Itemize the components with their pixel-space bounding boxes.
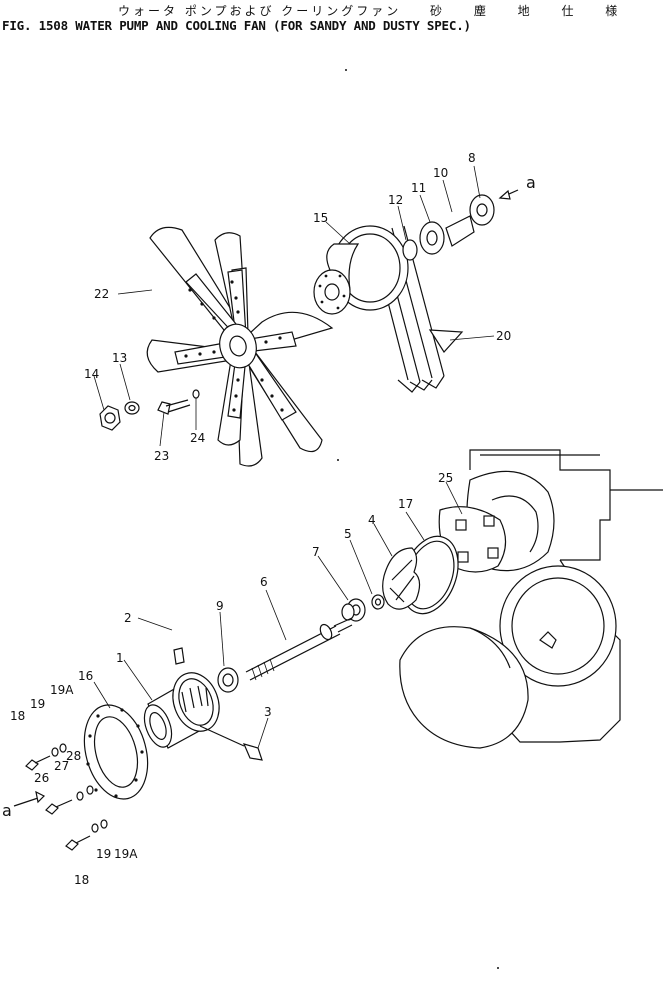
fan-pulley-and-belts <box>313 225 464 393</box>
cooling-fan <box>146 226 334 467</box>
callout-14: 14 <box>84 367 99 381</box>
callout-5: 5 <box>344 527 352 541</box>
callout-26: 26 <box>34 771 49 785</box>
pump-shaft <box>245 617 353 681</box>
callout-7: 7 <box>312 545 320 559</box>
engine-block <box>399 449 663 749</box>
callout-15: 15 <box>313 211 328 225</box>
callout-24: 24 <box>190 431 205 445</box>
direction-arrow-bottom: a <box>2 790 46 820</box>
callout-28: 28 <box>66 749 81 763</box>
callout-10: 10 <box>433 166 448 180</box>
oil-seal <box>217 667 239 693</box>
svg-text:a: a <box>526 173 536 192</box>
svg-text:a: a <box>2 801 12 820</box>
callout-18-top: 18 <box>10 709 25 723</box>
callout-3: 3 <box>264 705 272 719</box>
callout-19A-bottom: 19A <box>114 847 138 861</box>
callout-19A-top: 19A <box>50 683 74 697</box>
water-pump-body <box>143 647 263 761</box>
callout-8: 8 <box>468 151 476 165</box>
callout-27: 27 <box>54 759 69 773</box>
callout-6: 6 <box>260 575 268 589</box>
callout-labels: 8 10 11 12 15 20 22 13 14 23 24 25 17 4 … <box>10 151 511 887</box>
japanese-spec-label: 砂 塵 地 仕 様 <box>430 4 632 18</box>
leader-lines <box>93 165 495 749</box>
pump-internals <box>341 535 459 622</box>
callout-17: 17 <box>398 497 413 511</box>
rear-cover-flange <box>83 704 149 800</box>
japanese-title: ウォータ ポンプおよび クーリングファン <box>118 4 402 18</box>
callout-2: 2 <box>124 611 132 625</box>
callout-25: 25 <box>438 471 453 485</box>
fan-fasteners <box>99 389 200 431</box>
figure-title: FIG. 1508 WATER PUMP AND COOLING FAN (FO… <box>2 18 471 33</box>
callout-4: 4 <box>368 513 376 527</box>
pulley-bearings <box>402 189 519 261</box>
callout-19-bottom: 19 <box>96 847 111 861</box>
callout-16: 16 <box>78 669 93 683</box>
callout-11: 11 <box>411 181 426 195</box>
callout-19-top: 19 <box>30 697 45 711</box>
callout-1: 1 <box>116 651 124 665</box>
callout-23: 23 <box>154 449 169 463</box>
callout-13: 13 <box>112 351 127 365</box>
callout-12: 12 <box>388 193 403 207</box>
callout-22: 22 <box>94 287 109 301</box>
flange-bolts <box>25 743 108 851</box>
callout-20: 20 <box>496 329 511 343</box>
callout-9: 9 <box>216 599 224 613</box>
callout-18-bottom: 18 <box>74 873 89 887</box>
direction-arrow-top: a <box>526 173 536 192</box>
